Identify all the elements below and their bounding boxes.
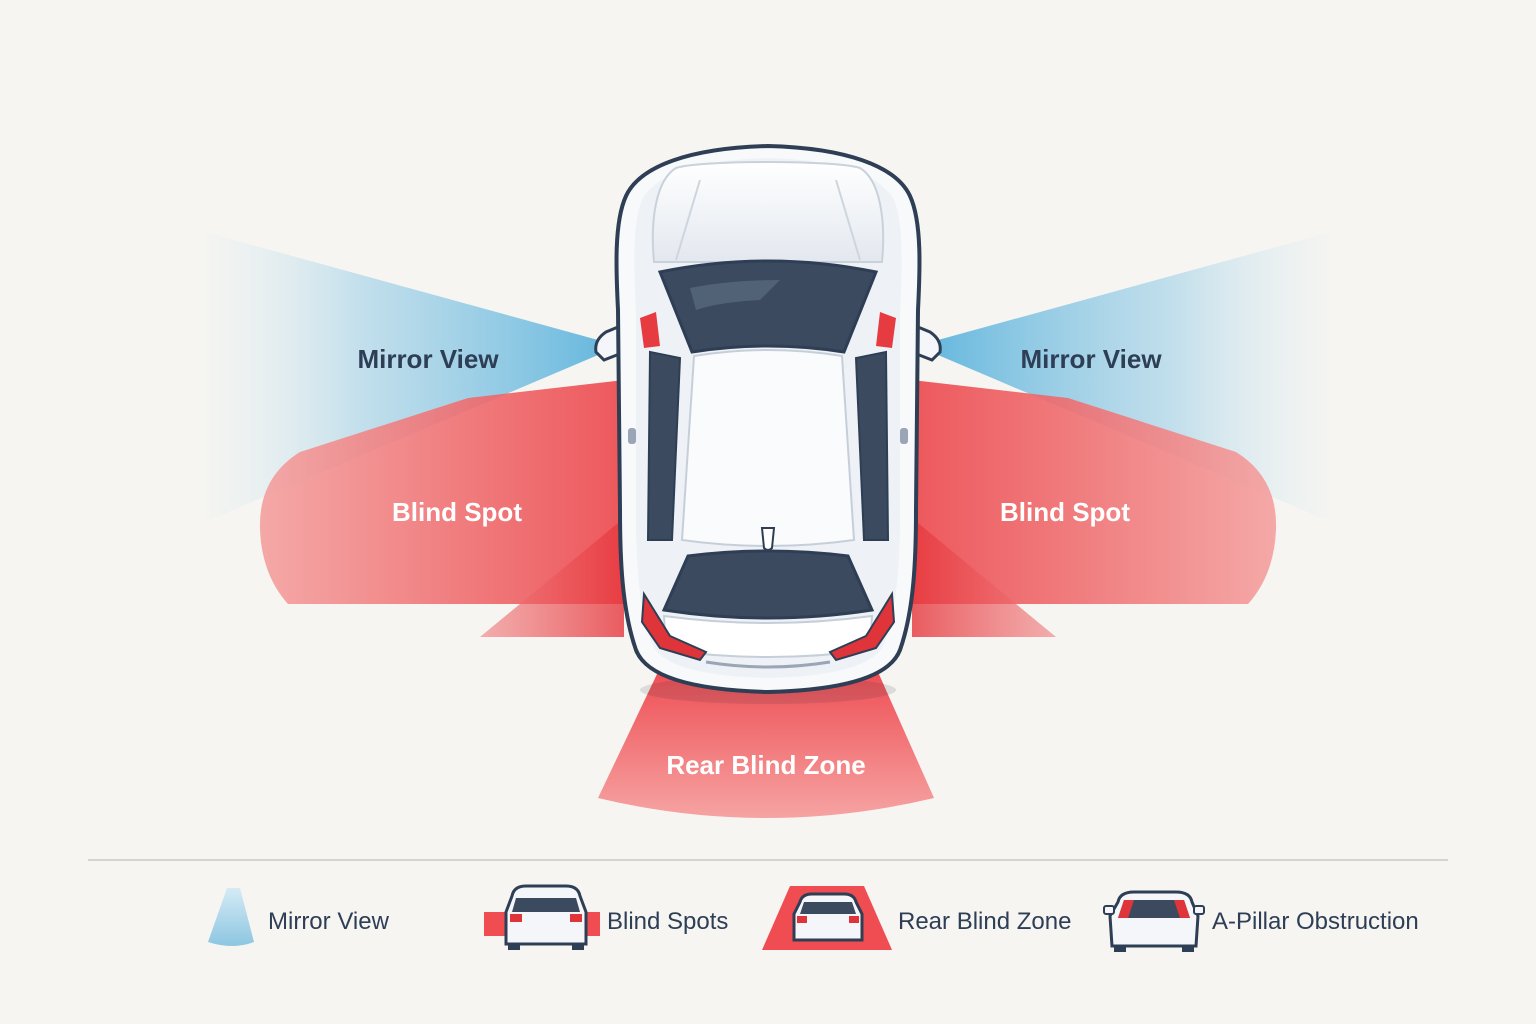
legend-label-blind-spots: Blind Spots xyxy=(607,908,728,935)
legend-label-rear-blind-zone: Rear Blind Zone xyxy=(898,908,1071,935)
mirror-view-label-left: Mirror View xyxy=(357,344,499,374)
car-rear-icon xyxy=(504,884,588,950)
mirror-view-zone-right xyxy=(938,232,1331,522)
mirror-cone-icon xyxy=(208,888,254,946)
mirror-view-label-right: Mirror View xyxy=(1020,344,1162,374)
mirror-view-zone-left xyxy=(205,232,598,522)
car-rear-icon xyxy=(792,892,864,942)
legend-label-mirror-view: Mirror View xyxy=(268,908,390,935)
rear-blind-zone xyxy=(598,672,934,818)
a-pillar-car-icon xyxy=(1103,890,1205,952)
blind-spot-wedge-right xyxy=(912,518,1056,637)
car-top-view xyxy=(594,143,942,704)
blind-spot-zone-right xyxy=(912,380,1277,604)
legend: Mirror View Blind Spots xyxy=(208,884,1419,952)
blind-spot-label-left: Blind Spot xyxy=(392,497,522,527)
blind-spot-label-right: Blind Spot xyxy=(1000,497,1130,527)
legend-item-mirror-view: Mirror View xyxy=(208,888,390,946)
rear-blind-zone-label: Rear Blind Zone xyxy=(666,750,865,780)
legend-label-a-pillar: A-Pillar Obstruction xyxy=(1212,908,1419,935)
blind-spot-zone-left xyxy=(259,380,624,604)
blind-spot-wedge-left xyxy=(480,518,624,637)
legend-item-rear-blind-zone: Rear Blind Zone xyxy=(762,886,1071,950)
legend-item-a-pillar: A-Pillar Obstruction xyxy=(1103,890,1419,952)
legend-item-blind-spots: Blind Spots xyxy=(484,884,728,950)
